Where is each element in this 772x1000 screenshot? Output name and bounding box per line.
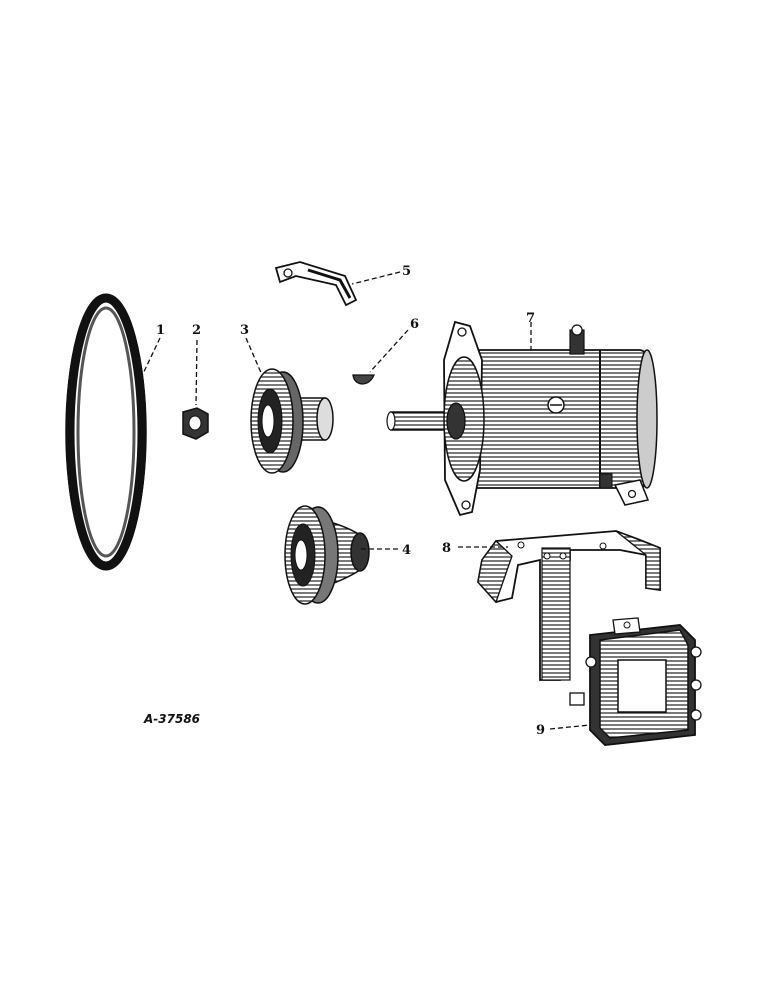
leader-3 bbox=[245, 337, 263, 376]
callout-1: 1 bbox=[156, 323, 165, 338]
mounting-bracket-part bbox=[477, 530, 661, 681]
leader-9 bbox=[549, 724, 591, 730]
callout-3: 3 bbox=[240, 323, 249, 338]
callout-7: 7 bbox=[526, 311, 535, 326]
figure-id: A-37586 bbox=[143, 712, 200, 726]
pulley-part bbox=[284, 505, 370, 605]
callout-2: 2 bbox=[192, 323, 201, 338]
voltage-regulator-part bbox=[569, 617, 702, 746]
leader-2 bbox=[195, 339, 198, 406]
callout-9: 9 bbox=[536, 723, 545, 738]
nut-part bbox=[182, 407, 209, 440]
leader-5 bbox=[351, 271, 401, 285]
adjusting-strap-part bbox=[274, 261, 358, 307]
leader-6 bbox=[369, 329, 409, 373]
callout-labels: 1 2 3 4 5 6 7 8 9 bbox=[156, 264, 545, 738]
pulley-with-hub-part bbox=[250, 368, 334, 474]
callout-8: 8 bbox=[442, 541, 451, 556]
v-belt-part bbox=[65, 293, 147, 571]
callout-6: 6 bbox=[410, 317, 419, 332]
callout-5: 5 bbox=[402, 264, 411, 279]
generator-part bbox=[386, 320, 658, 517]
callout-4: 4 bbox=[402, 543, 411, 558]
woodruff-key-part bbox=[352, 374, 376, 385]
leader-lines bbox=[139, 271, 591, 730]
